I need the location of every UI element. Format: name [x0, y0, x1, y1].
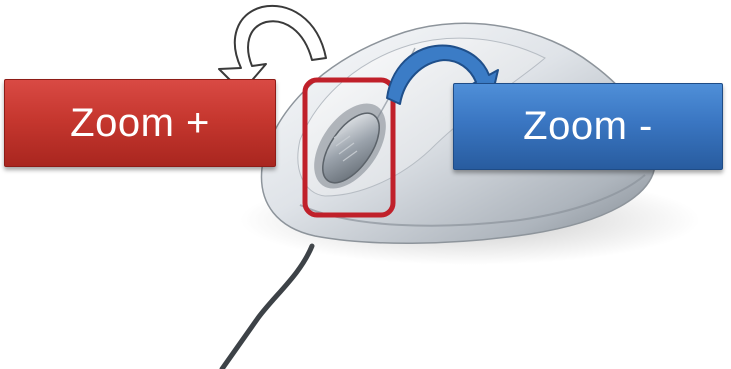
zoom-in-label: Zoom +: [70, 101, 210, 146]
zoom-in-box: Zoom +: [4, 79, 276, 167]
mouse-cable: [222, 246, 312, 369]
zoom-out-box: Zoom -: [453, 83, 723, 170]
zoom-out-label: Zoom -: [523, 104, 653, 149]
